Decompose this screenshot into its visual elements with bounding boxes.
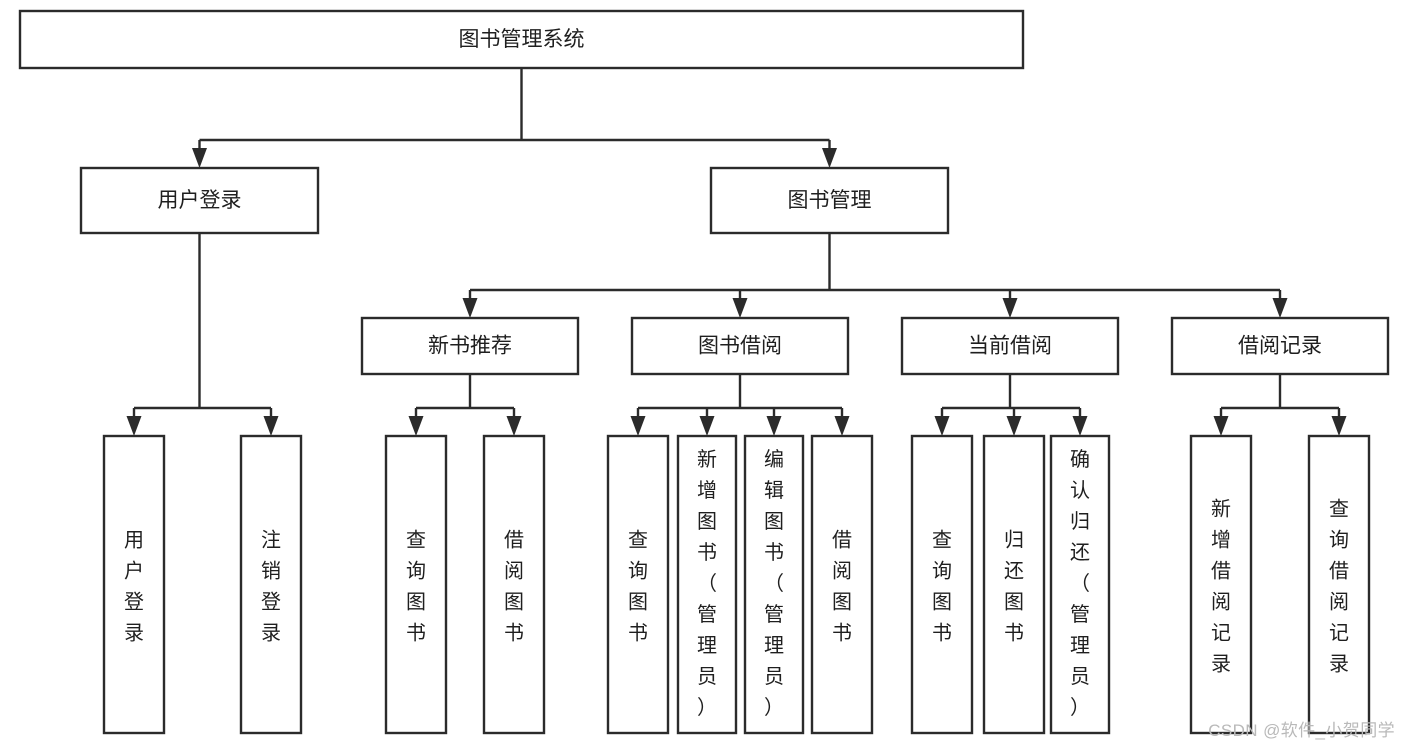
arrow-head-icon: [766, 416, 782, 436]
nodes-layer: 图书管理系统用户登录图书管理新书推荐图书借阅当前借阅借阅记录用户登录注销登录查询…: [18, 9, 1390, 735]
arrow-head-icon: [732, 298, 748, 318]
node-leaf-add-book[interactable]: 新增图书（管理员）: [676, 434, 738, 735]
node-leaf-return-book[interactable]: 归还图书: [982, 434, 1046, 735]
node-box: [910, 434, 974, 735]
node-box: [360, 316, 580, 376]
node-current-borrow[interactable]: 当前借阅: [900, 316, 1120, 376]
node-box: [1049, 434, 1111, 735]
connectors-layer: [126, 68, 1347, 436]
node-leaf-query-book-a[interactable]: 查询图书: [384, 434, 448, 735]
node-box: [1170, 316, 1390, 376]
node-leaf-borrow-book-a[interactable]: 借阅图书: [482, 434, 546, 735]
node-label: 查询图书: [628, 529, 648, 645]
node-leaf-logout[interactable]: 注销登录: [239, 434, 303, 735]
node-label: 注销登录: [261, 529, 281, 645]
arrow-head-icon: [126, 416, 142, 436]
node-label: 查询图书: [406, 529, 426, 645]
node-label: 新书推荐: [428, 335, 512, 358]
node-label: 用户登录: [158, 189, 242, 212]
node-box: [482, 434, 546, 735]
node-leaf-confirm-return[interactable]: 确认归还（管理员）: [1049, 434, 1111, 735]
node-label: 借阅图书: [504, 529, 524, 645]
node-leaf-query-book-c[interactable]: 查询图书: [910, 434, 974, 735]
node-box: [384, 434, 448, 735]
node-label: 用户登录: [124, 530, 144, 645]
node-new-book-rec[interactable]: 新书推荐: [360, 316, 580, 376]
node-borrow-record[interactable]: 借阅记录: [1170, 316, 1390, 376]
node-box: [1189, 434, 1253, 735]
node-label: 借阅记录: [1238, 335, 1322, 358]
node-label: 归还图书: [1004, 529, 1024, 645]
arrow-head-icon: [934, 416, 950, 436]
node-root[interactable]: 图书管理系统: [18, 9, 1025, 70]
node-leaf-add-record[interactable]: 新增借阅记录: [1189, 434, 1253, 735]
node-leaf-query-record[interactable]: 查询借阅记录: [1307, 434, 1371, 735]
node-box: [743, 434, 805, 735]
node-book-borrow[interactable]: 图书借阅: [630, 316, 850, 376]
node-leaf-user-login[interactable]: 用户登录: [102, 434, 166, 735]
node-label: 新增图书（管理员）: [697, 448, 717, 719]
arrow-head-icon: [192, 148, 207, 168]
node-box: [900, 316, 1120, 376]
arrow-head-icon: [1272, 298, 1288, 318]
node-box: [630, 316, 850, 376]
node-leaf-query-book-b[interactable]: 查询图书: [606, 434, 670, 735]
arrow-head-icon: [1072, 416, 1088, 436]
arrow-head-icon: [408, 416, 424, 436]
node-box: [982, 434, 1046, 735]
node-box: [79, 166, 320, 235]
node-label: 图书管理系统: [459, 28, 585, 51]
node-box: [1307, 434, 1371, 735]
node-label: 图书借阅: [698, 335, 782, 358]
arrow-head-icon: [1213, 416, 1229, 436]
node-box: [239, 434, 303, 735]
arrow-head-icon: [1002, 298, 1018, 318]
arrow-head-icon: [506, 416, 522, 436]
arrow-head-icon: [699, 416, 715, 436]
node-label: 当前借阅: [968, 335, 1052, 358]
node-label: 查询借阅记录: [1329, 498, 1349, 676]
node-label: 新增借阅记录: [1211, 498, 1231, 676]
arrow-head-icon: [1331, 416, 1347, 436]
arrow-head-icon: [834, 416, 850, 436]
arrow-head-icon: [630, 416, 646, 436]
node-box: [676, 434, 738, 735]
node-label: 编辑图书（管理员）: [764, 448, 784, 719]
arrow-head-icon: [1006, 416, 1022, 436]
node-label: 确认归还（管理员）: [1070, 448, 1090, 719]
arrow-head-icon: [822, 148, 837, 168]
node-leaf-edit-book[interactable]: 编辑图书（管理员）: [743, 434, 805, 735]
node-box: [18, 9, 1025, 70]
node-leaf-borrow-book-b[interactable]: 借阅图书: [810, 434, 874, 735]
arrow-head-icon: [462, 298, 478, 318]
node-box: [709, 166, 950, 235]
node-label: 图书管理: [788, 189, 872, 212]
node-label: 查询图书: [932, 529, 952, 645]
node-label: 借阅图书: [832, 529, 852, 645]
node-box: [810, 434, 874, 735]
node-book-manage[interactable]: 图书管理: [709, 166, 950, 235]
csdn-watermark: CSDN @软件_小贺同学: [1208, 721, 1395, 740]
node-box: [102, 434, 166, 735]
arrow-head-icon: [263, 416, 279, 436]
node-user-login[interactable]: 用户登录: [79, 166, 320, 235]
node-box: [606, 434, 670, 735]
